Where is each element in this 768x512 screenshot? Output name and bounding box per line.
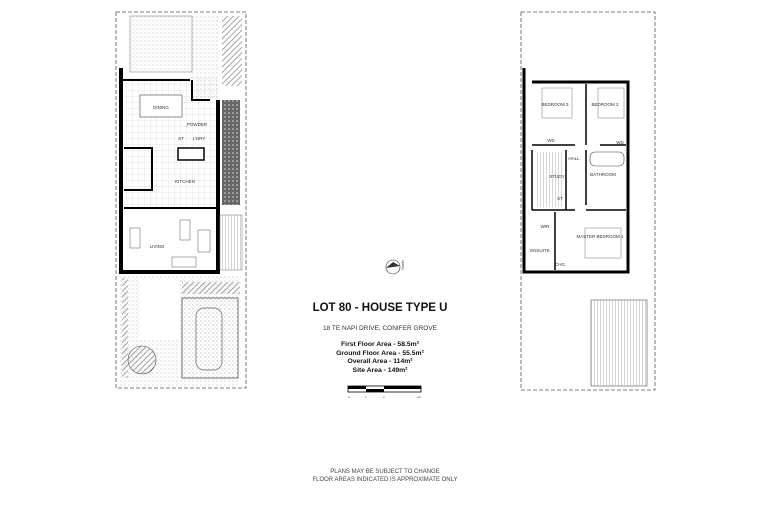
scale-label-2: 2 [383,395,385,399]
room-label-bathroom: BATHROOM [590,172,616,177]
north-arrow-icon: North [385,259,405,275]
ground-floor-area: Ground Floor Area - 55.5m² [336,349,424,357]
scale-label-1: 1 [365,395,367,399]
room-label-wd-1: WD [547,138,555,143]
room-label-master-bedroom: MASTER BEDROOM 1 [576,234,624,239]
site-area: Site Area - 149m² [352,366,408,374]
disclaimer-line-1: PLANS MAY BE SUBJECT TO CHANGE [330,469,440,475]
room-label-laundry: L'DRY [193,136,206,141]
disclaimer-line-2: FLOOR AREAS INDICATED IS APPROXIMATE ONL… [312,476,458,483]
room-label-kitchen: KITCHEN [175,179,195,184]
room-label-hall: HALL [568,156,580,161]
room-label-wd-2: WD [616,140,624,145]
address: 18 TE NAPI DRIVE, CONIFER GROVE [322,325,438,332]
room-label-ensuite: ENSUITE [530,248,550,253]
first-floor-area: First Floor Area - 58.5m² [341,341,419,348]
overall-area: Overall Area - 114m² [347,358,413,365]
room-label-powder: POWDER [187,122,208,127]
disclaimer: PLANS MAY BE SUBJECT TO CHANGE FLOOR ARE… [260,469,510,484]
room-label-bedroom3: BEDROOM 3 [541,102,569,107]
scale-label-4m: 4m [417,395,422,399]
scale-label-0: 0 [348,395,350,399]
ground-floor-plan: DINING POWDER ST L'DRY KITCHEN LIVING [115,11,247,389]
first-floor-plan: BEDROOM 3 BEDROOM 2 WD WD HALL STUDY BAT… [520,11,656,391]
scale-bar: 0 1 2 4m [347,385,422,399]
room-label-living: LIVING [150,244,165,249]
room-label-dining: DINING [153,105,169,110]
room-label-study: STUDY [549,174,564,179]
plan-title: LOT 80 - HOUSE TYPE U [312,302,448,314]
room-label-chg: CHG [555,262,565,267]
room-label-wir: WIR [541,224,550,229]
north-label: North [400,260,405,270]
room-label-bedroom2: BEDROOM 2 [591,102,619,107]
room-label-store: ST [557,196,563,201]
room-label-store: ST [178,136,184,141]
area-summary: First Floor Area - 58.5m² Ground Floor A… [280,341,480,375]
